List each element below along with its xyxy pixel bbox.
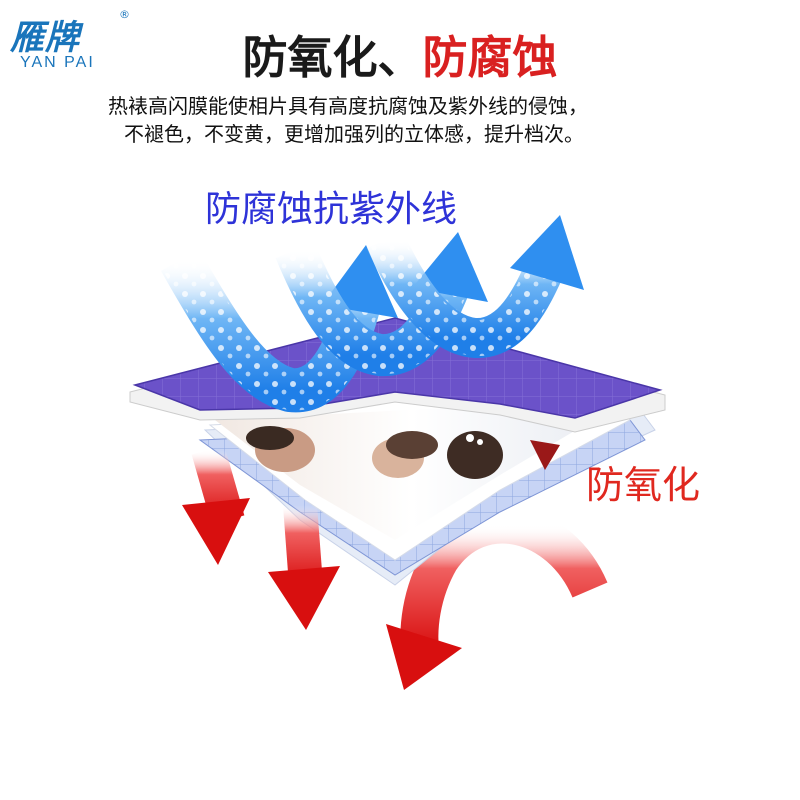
uv-arrow-3 [366,215,584,358]
headline: 防氧化、防腐蚀 [0,28,800,88]
registered-mark: ® [119,8,130,21]
oxidation-label: 防氧化 [586,463,701,507]
headline-anti-corrosion: 防腐蚀 [422,31,558,84]
description-line-2: 不褪色，不变黄，更增加强列的立体感，提升档次。 [124,122,584,146]
brand-logo: 雁牌 ® YAN PAI [10,8,130,78]
oxidation-arrows [182,445,340,630]
uv-resistance-label: 防腐蚀抗紫外线 [205,189,458,230]
brand-name-en: YAN PAI [20,54,95,71]
brand-name-cn: 雁牌 [10,18,80,58]
description: 热裱高闪膜能使相片具有高度抗腐蚀及紫外线的侵蚀， 不褪色，不变黄，更增加强列的立… [108,92,748,148]
headline-anti-oxidation: 防氧化、 [242,31,423,84]
red-arrow-middle [268,503,340,630]
couple-photo [246,426,560,479]
description-line-1: 热裱高闪膜能使相片具有高度抗腐蚀及紫外线的侵蚀， [108,94,588,118]
uv-arrows [160,215,584,413]
oxidation-curve-arrow [386,505,608,690]
red-arrow-left [182,445,250,565]
